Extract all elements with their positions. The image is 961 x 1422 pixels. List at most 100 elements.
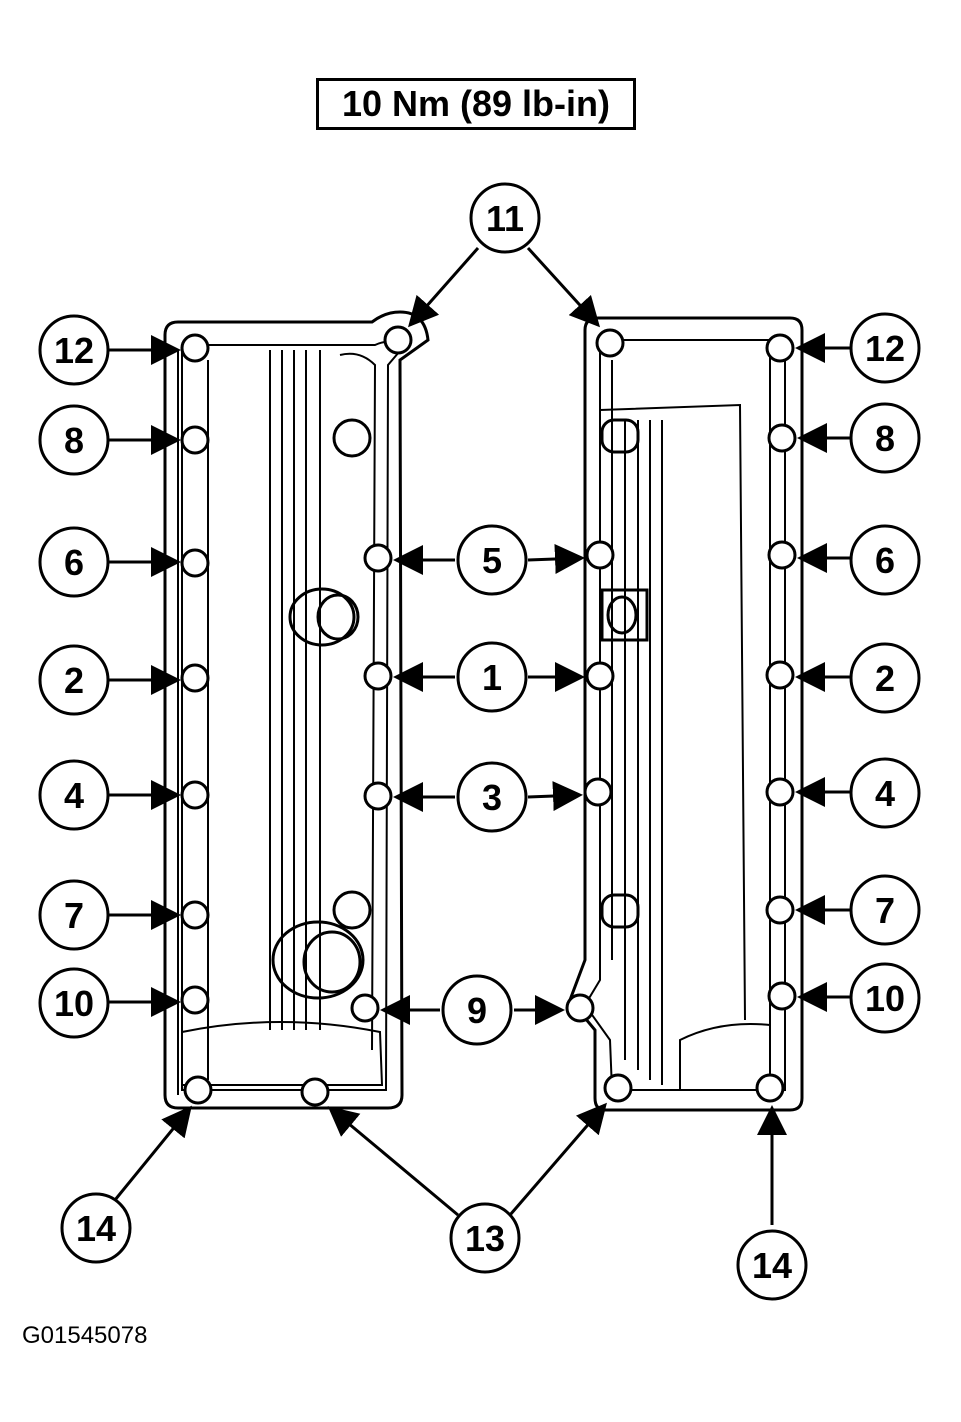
- bolt-left-1: [363, 661, 393, 691]
- bolt-right-12: [765, 333, 795, 363]
- callout-12-right-label: 12: [865, 328, 905, 369]
- figure-id: G01545078: [22, 1322, 148, 1349]
- callout-4-left: 4: [38, 759, 110, 831]
- callout-8-right-label: 8: [875, 418, 895, 459]
- callout-4-right-label: 4: [875, 773, 895, 814]
- leader-arrows: [108, 246, 850, 1225]
- bolt-left-9: [350, 993, 380, 1023]
- callout-5-mid-label: 5: [482, 540, 502, 581]
- bolt-left-11: [383, 325, 413, 355]
- callout-14-left: 14: [60, 1192, 132, 1264]
- callout-13-bottom-label: 13: [465, 1218, 505, 1259]
- callout-10-left-label: 10: [54, 983, 94, 1024]
- callout-6-left-label: 6: [64, 542, 84, 583]
- torque-spec-label: 10 Nm (89 lb-in): [316, 78, 636, 130]
- bolt-right-1: [585, 661, 615, 691]
- right-cover-top-edge: [599, 403, 746, 1021]
- right-cover-inner-outline: [583, 339, 786, 1091]
- callout-6-left: 6: [38, 526, 110, 598]
- callout-3-mid: 3: [456, 761, 528, 833]
- bolts: [180, 325, 797, 1107]
- right-cover-ribs: [624, 420, 663, 1085]
- callout-1-mid-label: 1: [482, 657, 502, 698]
- bolt-left-12: [180, 333, 210, 363]
- right-cover-gasket-track: [611, 345, 771, 1085]
- arrow-14-left: [113, 1105, 192, 1201]
- left-cover-ribs: [269, 350, 321, 1030]
- bolt-right-14: [755, 1073, 785, 1103]
- bolt-right-10: [767, 981, 797, 1011]
- bolt-left-8: [180, 425, 210, 455]
- bolt-right-6: [767, 540, 797, 570]
- left-cover-rail: [339, 352, 377, 1051]
- left-cover-oil-hole-bottom: [332, 890, 372, 930]
- bolt-right-11: [595, 328, 625, 358]
- right-cover-outer-outline: [568, 316, 804, 1112]
- callout-13-bottom: 13: [449, 1202, 521, 1274]
- callout-10-right-label: 10: [865, 978, 905, 1019]
- callout-2-left-label: 2: [64, 660, 84, 701]
- arrow-13-right: [508, 1102, 607, 1216]
- arrow-11-left: [408, 247, 480, 328]
- callout-7-left-label: 7: [64, 895, 84, 936]
- bolt-left-10: [180, 985, 210, 1015]
- callout-12-right: 12: [849, 312, 921, 384]
- callout-11-top: 11: [469, 182, 541, 254]
- callout-10-right: 10: [849, 962, 921, 1034]
- left-cover-cam-boss-top-inner: [316, 593, 360, 641]
- callout-7-left: 7: [38, 879, 110, 951]
- arrow-11-right: [526, 246, 601, 328]
- bolt-right-9: [565, 993, 595, 1023]
- callout-14-right-label: 14: [752, 1245, 792, 1286]
- left-cover-end-plate: [181, 1021, 384, 1086]
- callout-8-left-label: 8: [64, 420, 84, 461]
- callout-11-top-label: 11: [486, 198, 524, 239]
- callout-10-left: 10: [38, 967, 110, 1039]
- callouts: 11 12 8 6 2 4 7 10: [38, 182, 921, 1301]
- left-cover-cam-boss-top: [288, 587, 356, 647]
- callout-2-right-label: 2: [875, 658, 895, 699]
- arrow-5-right: [527, 544, 585, 574]
- arrow-13-left: [327, 1106, 459, 1217]
- callout-12-left-label: 12: [54, 330, 94, 371]
- right-cover-end-plate: [679, 1023, 771, 1091]
- bolt-left-4: [180, 780, 210, 810]
- callout-14-right: 14: [736, 1229, 808, 1301]
- callout-2-right: 2: [849, 642, 921, 714]
- bolt-left-6: [180, 548, 210, 578]
- bolt-right-7: [765, 895, 795, 925]
- bolt-left-2: [180, 663, 210, 693]
- right-valve-cover: [568, 316, 804, 1112]
- callout-8-right: 8: [849, 402, 921, 474]
- callout-1-mid: 1: [456, 641, 528, 713]
- callout-7-right-label: 7: [875, 890, 895, 931]
- callout-4-left-label: 4: [64, 775, 84, 816]
- callout-12-left: 12: [38, 314, 110, 386]
- callout-3-mid-label: 3: [482, 777, 502, 818]
- arrow-3-right: [527, 781, 583, 812]
- right-cover-oil-hole-bottom: [600, 893, 640, 929]
- bolt-right-3: [583, 777, 613, 807]
- left-cover-gasket-track: [177, 350, 209, 1095]
- callout-8-left: 8: [38, 404, 110, 476]
- bolt-right-2: [765, 660, 795, 690]
- callout-9-mid-label: 9: [467, 990, 487, 1031]
- bolt-left-7: [180, 900, 210, 930]
- bolt-left-13: [300, 1077, 330, 1107]
- callout-2-left: 2: [38, 644, 110, 716]
- callout-14-left-label: 14: [76, 1208, 116, 1249]
- callout-4-right: 4: [849, 757, 921, 829]
- right-cover-oil-hole-top: [600, 418, 640, 454]
- bolt-left-3: [363, 781, 393, 811]
- callout-6-right: 6: [849, 524, 921, 596]
- callout-5-mid: 5: [456, 524, 528, 596]
- left-cover-oil-hole-top: [332, 418, 372, 458]
- bolt-right-13: [603, 1073, 633, 1103]
- bolt-right-5: [585, 540, 615, 570]
- left-cover-filler-cap-inner: [302, 930, 362, 994]
- bolt-right-8: [767, 423, 797, 453]
- bolt-right-4: [765, 777, 795, 807]
- callout-7-right: 7: [849, 874, 921, 946]
- callout-6-right-label: 6: [875, 540, 895, 581]
